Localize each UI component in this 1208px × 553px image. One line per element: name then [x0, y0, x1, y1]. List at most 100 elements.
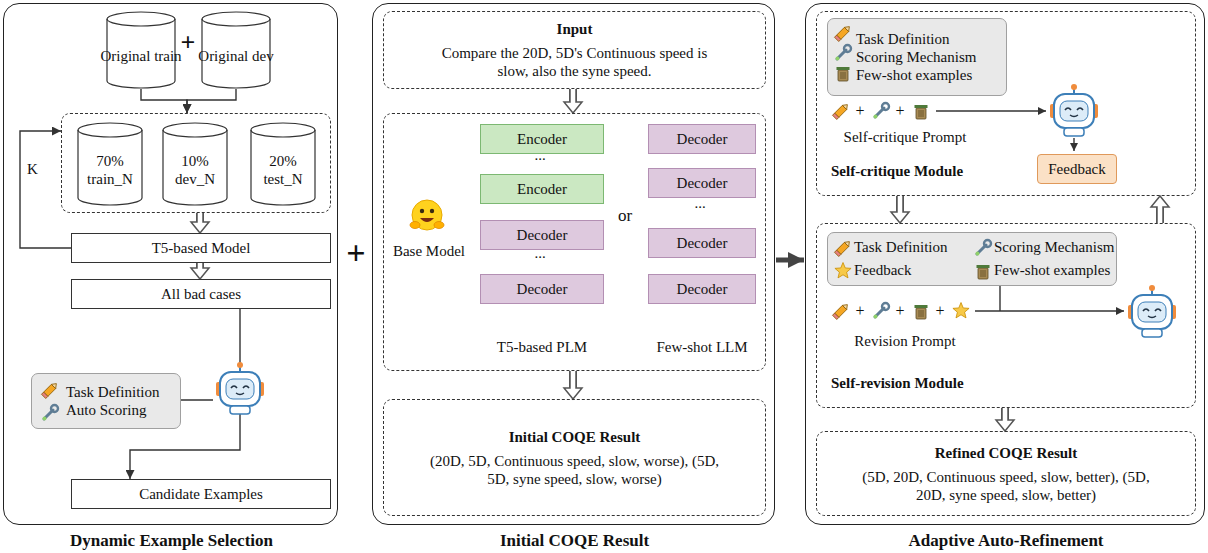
arrow-shaft-inner — [898, 196, 903, 214]
box-heading: Input — [557, 20, 593, 38]
cylinder-body — [163, 123, 227, 205]
arrow-shaft-inner — [571, 89, 576, 104]
wrench-icon — [874, 103, 890, 119]
hug-icon — [410, 200, 444, 230]
decoder-block: Decoder — [648, 168, 756, 198]
node-text: Encoder — [517, 130, 567, 148]
plus-sign: + — [851, 301, 869, 320]
pencil-icon — [835, 240, 852, 257]
node-text: All bad cases — [161, 285, 241, 303]
process-box: T5-based Model — [71, 233, 331, 263]
plus-sign: + — [176, 30, 200, 56]
arrow-head — [1116, 307, 1124, 315]
flow-arrow — [20, 131, 71, 248]
encoder-block: Encoder — [480, 174, 604, 204]
node-text: Feedback — [1048, 160, 1105, 178]
dataset-cylinder: Original dev — [201, 11, 271, 89]
node-text: Feedback — [854, 261, 984, 279]
node-text: Decoder — [677, 174, 728, 192]
node-text: 10% — [181, 152, 209, 170]
node-text: Original dev — [198, 47, 273, 65]
stage-panel: Initial COQE Result InputCompare the 20D,… — [372, 3, 775, 525]
plus-sign: + — [891, 101, 909, 120]
dashed-group: Initial COQE Result (20D, 5D, Continuous … — [383, 399, 766, 516]
stage-caption: Initial COQE Result — [373, 531, 776, 551]
node-text: Decoder — [517, 280, 568, 298]
node-text: T5-based Model — [152, 239, 251, 257]
flow-arrow — [141, 89, 187, 113]
node-text: Base Model — [386, 242, 472, 260]
node-text: Few-shot examples — [994, 261, 1118, 279]
ellipsis: ... — [478, 244, 602, 262]
node-text: Scoring Mechanism — [994, 238, 1118, 256]
arrow-shaft-inner — [1003, 408, 1008, 422]
stage-panel: Dynamic Example SelectionOriginal trainO… — [3, 3, 338, 525]
dataset-cylinder: 10%dev_N — [162, 122, 228, 206]
cylinder-body — [78, 123, 142, 205]
hollow-arrow — [1151, 196, 1169, 223]
flow-line — [936, 110, 1046, 111]
node-text: Encoder — [517, 180, 567, 198]
flow-line — [180, 399, 213, 400]
dataset-cylinder: Original train — [106, 11, 176, 89]
pencil-icon — [42, 382, 59, 399]
hollow-arrow — [191, 263, 209, 279]
trash-icon — [977, 265, 990, 279]
wrench-icon — [874, 303, 890, 319]
box-heading: Refined COQE Result — [935, 444, 1078, 462]
prompt-label: Self-critique Prompt — [820, 128, 990, 146]
arrow-head — [1070, 143, 1078, 151]
arrow-head — [1038, 107, 1046, 115]
dashed-group: 70%train_N 10%dev_N 20%test_N — [61, 113, 331, 213]
wrench-icon — [976, 240, 992, 256]
box-heading: Initial COQE Result — [509, 428, 641, 446]
or-label: or — [608, 206, 642, 226]
node-text: Auto Scoring — [66, 401, 146, 419]
cylinder-rim — [78, 130, 142, 137]
connector-path — [187, 89, 236, 113]
node-text: dev_N — [175, 170, 215, 188]
star-icon — [953, 303, 969, 318]
dashed-group: InputCompare the 20D, 5D's Continuous sp… — [383, 11, 766, 89]
node-text: Decoder — [677, 280, 728, 298]
node-text: (20D, 5D, Continuous speed, slow, worse)… — [427, 452, 722, 488]
process-box: All bad cases — [71, 279, 331, 309]
stage-panel: Adaptive Auto-RefinementSelf-critique Mo… — [805, 3, 1205, 525]
decoder-block: Decoder — [648, 124, 756, 154]
node-text: Task Definition — [854, 238, 984, 256]
hollow-arrow — [891, 196, 909, 223]
plus-sign: + — [891, 301, 909, 320]
dataset-cylinder: 20%test_N — [250, 122, 316, 206]
feedback-box: Feedback — [1037, 154, 1117, 184]
prompt-label: Revision Prompt — [820, 332, 990, 350]
node-text: (5D, 20D, Continuous speed, slow, better… — [856, 468, 1156, 504]
node-text: Few-shot LLM — [644, 338, 760, 356]
node-text: Compare the 20D, 5D's Continuous speed i… — [425, 44, 725, 80]
cylinder-rim — [163, 130, 227, 137]
stage-caption: Adaptive Auto-Refinement — [806, 531, 1206, 551]
node-text: Scoring Mechanism — [856, 48, 976, 66]
stage-caption: Dynamic Example Selection — [4, 531, 339, 551]
pencil-icon — [833, 303, 850, 320]
dashed-group: Refined COQE Result (5D, 20D, Continuous … — [816, 431, 1196, 516]
node-text: Task Definition — [856, 30, 950, 48]
pencil-icon — [835, 25, 852, 42]
wrench-icon — [836, 45, 852, 61]
star-icon — [835, 263, 851, 278]
decoder-block: Decoder — [648, 228, 756, 258]
hollow-arrow — [191, 213, 209, 233]
loop-count-label: K — [25, 160, 40, 178]
node-text: 70% — [96, 152, 124, 170]
node-text: train_N — [87, 170, 133, 188]
dataset-cylinder: 70%train_N — [77, 122, 143, 206]
prompt-box: Task DefinitionAuto Scoring — [31, 373, 181, 429]
node-text: T5-based PLM — [474, 338, 610, 356]
decoder-block: Decoder — [648, 274, 756, 304]
hollow-arrow — [564, 371, 582, 399]
node-text: Candidate Examples — [139, 485, 263, 503]
plus-sign: + — [851, 101, 869, 120]
node-text: Decoder — [517, 226, 568, 244]
flow-line — [975, 310, 1124, 311]
dashed-group: Base ModelT5-based PLMEncoderEncoderDeco… — [383, 113, 766, 371]
